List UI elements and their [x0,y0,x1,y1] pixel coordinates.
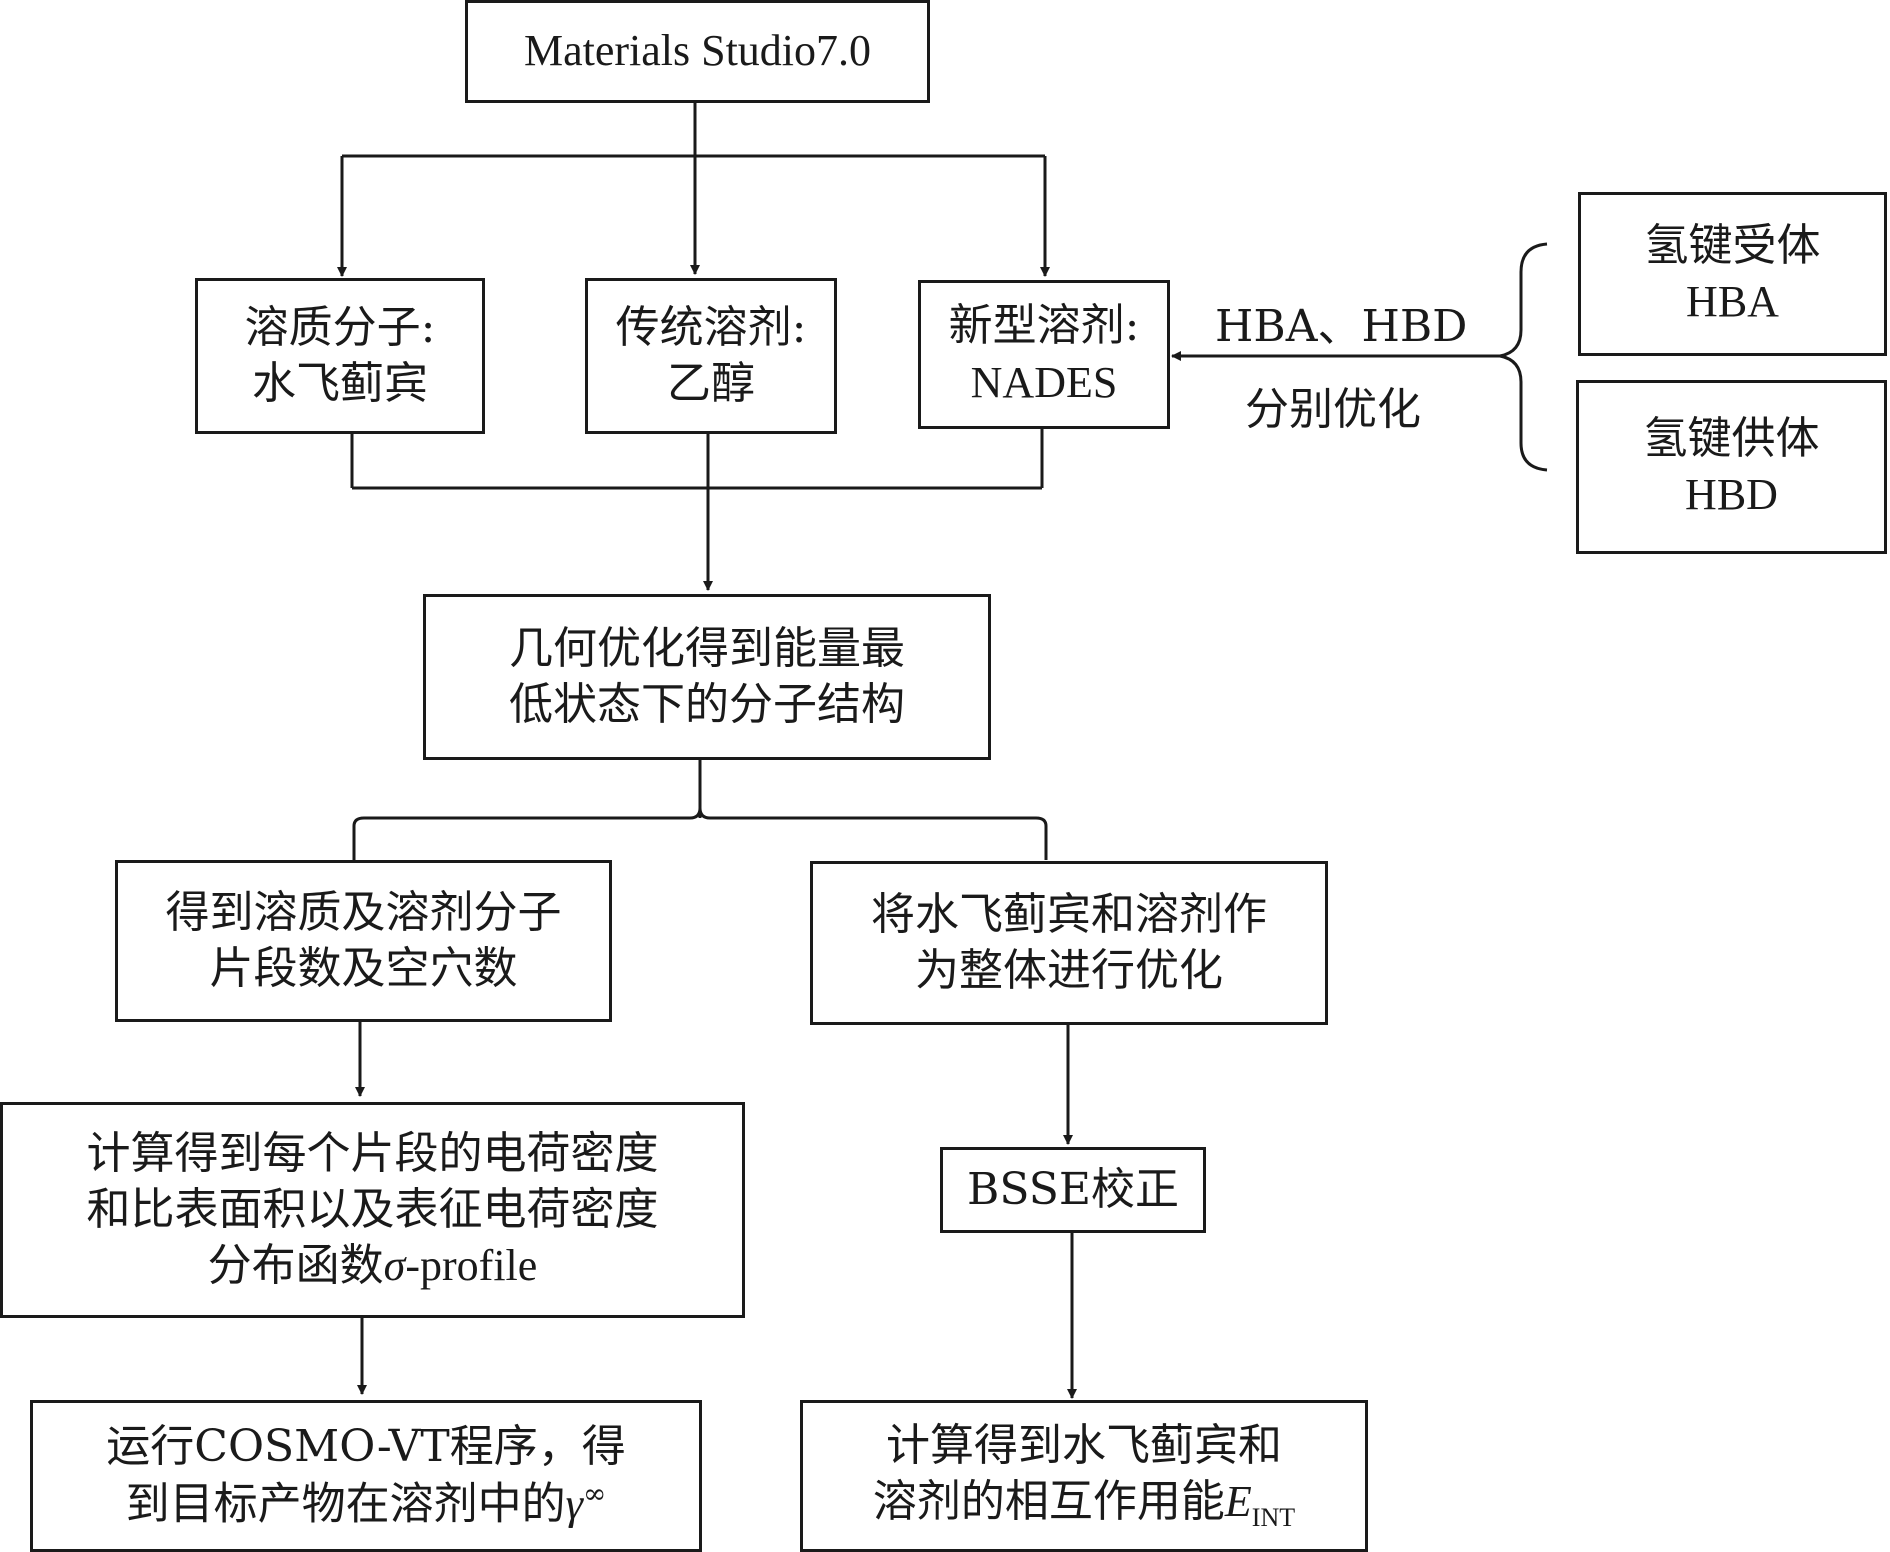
interaction-energy-box: 计算得到水飞蓟宾和 溶剂的相互作用能EINT [800,1400,1368,1552]
energy-line2-prefix: 溶剂的相互作用能 [872,1476,1225,1528]
sigma-line3-prefix: 分布函数 [207,1240,384,1292]
side-label-bottom: 分别优化 [1245,384,1421,435]
hbd-line2: HBD [1685,470,1778,519]
solute-line2: 水飞蓟宾 [252,358,428,409]
sigma-line3-suffix: -profile [405,1241,538,1291]
geometry-line2: 低状态下的分子结构 [509,679,905,730]
traditional-line2: 乙醇 [667,358,755,409]
cosmo-vt-box: 运行COSMO-VT程序，得 到目标产物在溶剂中的γ∞ [30,1400,702,1552]
energy-line2: 溶剂的相互作用能EINT [873,1474,1295,1534]
hba-line2: HBA [1686,277,1779,326]
curly-brace [1499,242,1548,472]
side-label-top: HBA、HBD [1215,301,1468,352]
solute-line1: 溶质分子: [244,301,436,353]
solute-box: 溶质分子: 水飞蓟宾 [195,278,485,434]
sigma-symbol: σ [383,1241,406,1291]
hba-box: 氢键受体 HBA [1578,192,1887,356]
cosmo-line2-prefix: 到目标产物在溶剂中的 [125,1478,566,1530]
cosmo-line1: 运行COSMO-VT程序，得 [106,1421,626,1473]
cosmo-line2: 到目标产物在溶剂中的γ∞ [126,1476,607,1533]
energy-line1: 计算得到水飞蓟宾和 [886,1419,1282,1471]
sigma-profile-box: 计算得到每个片段的电荷密度 和比表面积以及表征电荷密度 分布函数σ-profil… [0,1102,745,1318]
hbd-box: 氢键供体 HBD [1576,380,1887,554]
whole-optimization-box: 将水飞蓟宾和溶剂作 为整体进行优化 [810,861,1328,1025]
traditional-solvent-box: 传统溶剂: 乙醇 [585,278,837,434]
hba-line1: 氢键受体 [1644,219,1821,271]
connector-split-bracket [352,807,1048,860]
geometry-optimization-box: 几何优化得到能量最 低状态下的分子结构 [423,594,991,760]
sigma-line3: 分布函数σ-profile [208,1238,538,1294]
traditional-line1: 传统溶剂: [615,301,807,353]
fragment-line2: 片段数及空穴数 [209,943,518,994]
materials-studio-box: Materials Studio7.0 [465,0,930,103]
sigma-line2: 和比表面积以及表征电荷密度 [86,1183,659,1235]
sigma-line1: 计算得到每个片段的电荷密度 [86,1127,659,1179]
geometry-line1: 几何优化得到能量最 [509,622,905,674]
fragment-count-box: 得到溶质及溶剂分子 片段数及空穴数 [115,860,612,1022]
gamma-symbol: γ [565,1479,583,1529]
energy-subscript: INT [1251,1502,1296,1532]
bsse-box: BSSE校正 [940,1147,1206,1233]
bsse-label: BSSE校正 [967,1163,1179,1215]
energy-symbol: E [1224,1477,1252,1527]
materials-studio-label: Materials Studio7.0 [523,26,872,76]
novel-line2: NADES [970,357,1118,407]
hbd-line1: 氢键供体 [1643,412,1820,464]
whole-line2: 为整体进行优化 [915,945,1223,996]
infinity-superscript: ∞ [583,1476,607,1510]
fragment-line1: 得到溶质及溶剂分子 [165,886,562,938]
whole-line1: 将水飞蓟宾和溶剂作 [871,888,1267,940]
novel-line1: 新型溶剂: [948,300,1140,352]
novel-solvent-box: 新型溶剂: NADES [918,280,1170,429]
